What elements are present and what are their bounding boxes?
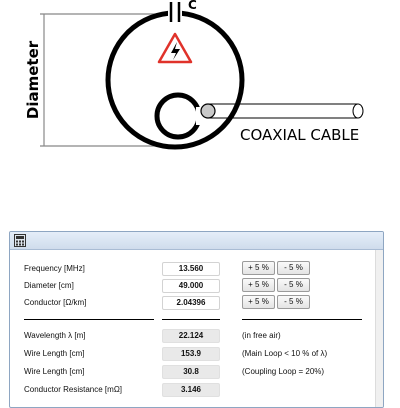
main-wire-length-label: Wire Length [cm]	[24, 349, 85, 358]
main-wire-length-row: Wire Length [cm] 153.9 (Main Loop < 10 %…	[10, 346, 375, 362]
diameter-input[interactable]: 49.000	[162, 279, 220, 293]
conductor-resistance-label: Conductor Resistance [mΩ]	[24, 385, 123, 394]
coaxial-cable-label: COAXIAL CABLE	[240, 126, 359, 144]
high-voltage-warning-icon	[157, 32, 193, 64]
conductor-resistance-value: 3.146	[162, 383, 220, 397]
diameter-field-label: Diameter [cm]	[24, 281, 74, 290]
calculator-content: Frequency [MHz] 13.560 + 5 % - 5 % Diame…	[10, 250, 375, 407]
conductor-row: Conductor [Ω/km] 2.04396 + 5 % - 5 %	[10, 295, 375, 311]
diameter-row: Diameter [cm] 49.000 + 5 % - 5 %	[10, 278, 375, 294]
capacitor-symbol	[169, 2, 181, 22]
capacitor-label: C	[188, 0, 197, 12]
wavelength-label: Wavelength λ [m]	[24, 331, 86, 340]
conductor-input[interactable]: 2.04396	[162, 296, 220, 310]
frequency-input[interactable]: 13.560	[162, 262, 220, 276]
coupling-wire-length-note: (Coupling Loop = 20%)	[242, 367, 325, 376]
diameter-plus-button[interactable]: + 5 %	[242, 278, 275, 292]
frequency-plus-button[interactable]: + 5 %	[242, 261, 275, 275]
wavelength-value: 22.124	[162, 329, 220, 343]
diameter-minus-button[interactable]: - 5 %	[277, 278, 310, 292]
conductor-label: Conductor [Ω/km]	[24, 298, 87, 307]
frequency-minus-button[interactable]: - 5 %	[277, 261, 310, 275]
coaxial-cable	[200, 103, 364, 119]
main-wire-length-value: 153.9	[162, 347, 220, 361]
coupling-loop	[154, 92, 202, 140]
conductor-plus-button[interactable]: + 5 %	[242, 295, 275, 309]
calculator-icon	[14, 234, 26, 247]
frequency-label: Frequency [MHz]	[24, 264, 85, 273]
conductor-resistance-row: Conductor Resistance [mΩ] 3.146	[10, 382, 375, 398]
window-titlebar	[10, 232, 383, 250]
vertical-scrollbar[interactable]	[375, 250, 383, 407]
wavelength-note: (in free air)	[242, 331, 281, 340]
frequency-row: Frequency [MHz] 13.560 + 5 % - 5 %	[10, 261, 375, 277]
main-wire-length-note: (Main Loop < 10 % of λ)	[242, 349, 328, 358]
coupling-wire-length-label: Wire Length [cm]	[24, 367, 85, 376]
cable-connector	[200, 103, 216, 119]
divider-left	[24, 319, 154, 320]
calculator-window: Frequency [MHz] 13.560 + 5 % - 5 % Diame…	[9, 231, 384, 408]
coupling-wire-length-row: Wire Length [cm] 30.8 (Coupling Loop = 2…	[10, 364, 375, 380]
divider-right	[242, 319, 362, 320]
conductor-minus-button[interactable]: - 5 %	[277, 295, 310, 309]
coupling-wire-length-value: 30.8	[162, 365, 220, 379]
divider-mid	[162, 319, 220, 320]
diameter-label: Diameter	[24, 40, 42, 119]
wavelength-row: Wavelength λ [m] 22.124 (in free air)	[10, 328, 375, 344]
loop-antenna-diagram: Diameter C COAXIAL CABLE	[24, 0, 364, 150]
